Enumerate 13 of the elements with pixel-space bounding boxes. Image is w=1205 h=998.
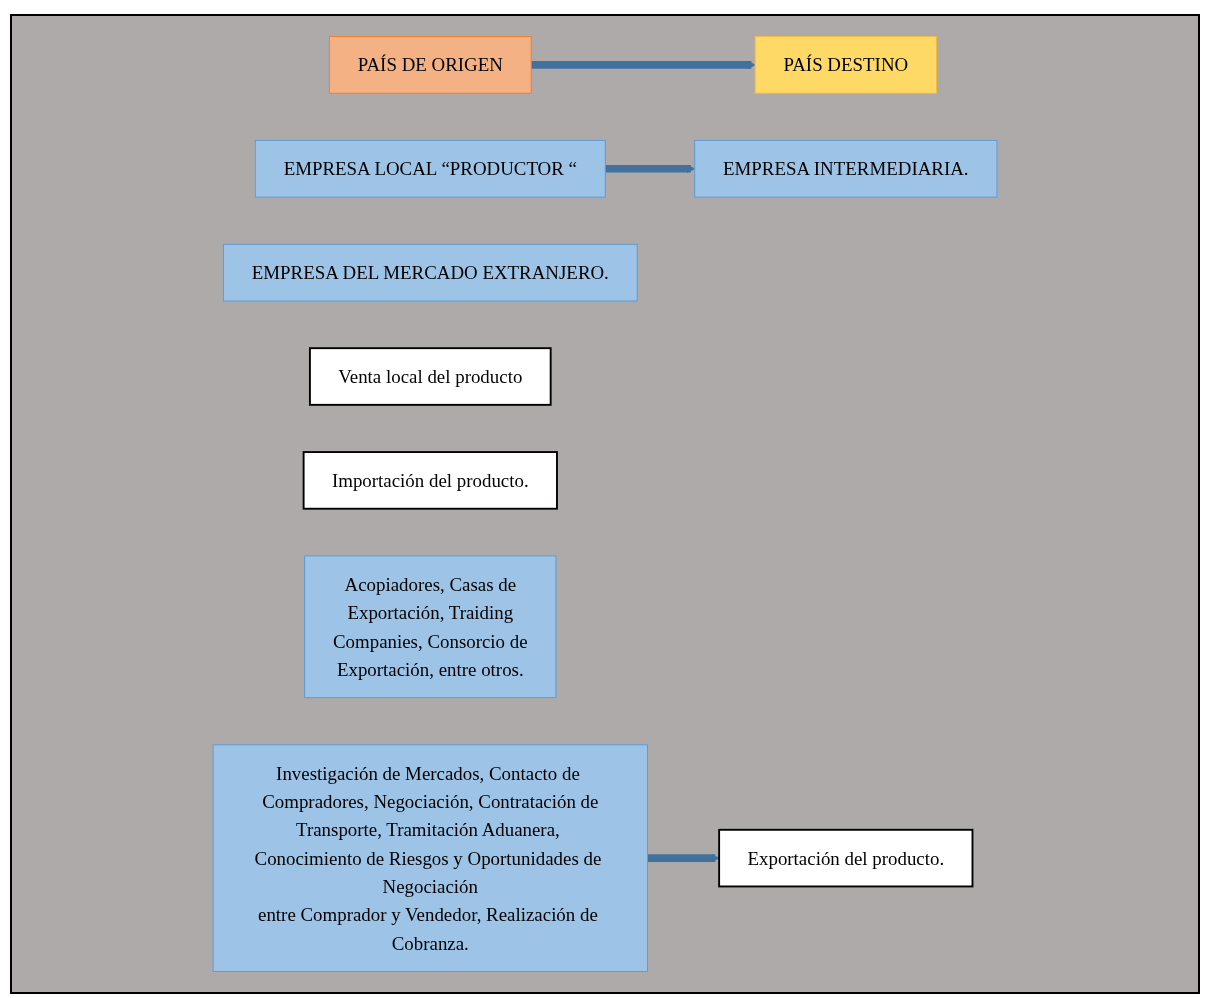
node-box: EMPRESA INTERMEDIARIA. bbox=[694, 139, 998, 198]
node-box: PAÍS DE ORIGEN bbox=[328, 36, 532, 94]
node-box: EMPRESA DEL MERCADO EXTRANJERO. bbox=[222, 243, 638, 302]
arrow bbox=[531, 60, 756, 70]
arrow bbox=[605, 164, 696, 173]
node-box: EMPRESA LOCAL “PRODUCTOR “ bbox=[254, 139, 606, 198]
node-box: PAÍS DESTINO bbox=[754, 36, 937, 94]
arrow bbox=[647, 853, 720, 863]
node-box: Venta local del producto bbox=[308, 347, 552, 406]
node-box: Exportación del producto. bbox=[718, 828, 974, 888]
node-box: Acopiadores, Casas de Exportación, Traiding Companies, Consorcio de Exportación, entre otros. bbox=[304, 555, 557, 699]
node-box: Investigación de Mercados, Contacto de Compradores, Negociación, Contratación de Transporte, Tramitación Aduanera, Conocimiento de Riesgos y Oportunidades de Negociación entre Comprador y Vendedor, Realización de Cobranza. bbox=[212, 744, 648, 972]
node-box: Importación del producto. bbox=[302, 451, 558, 510]
